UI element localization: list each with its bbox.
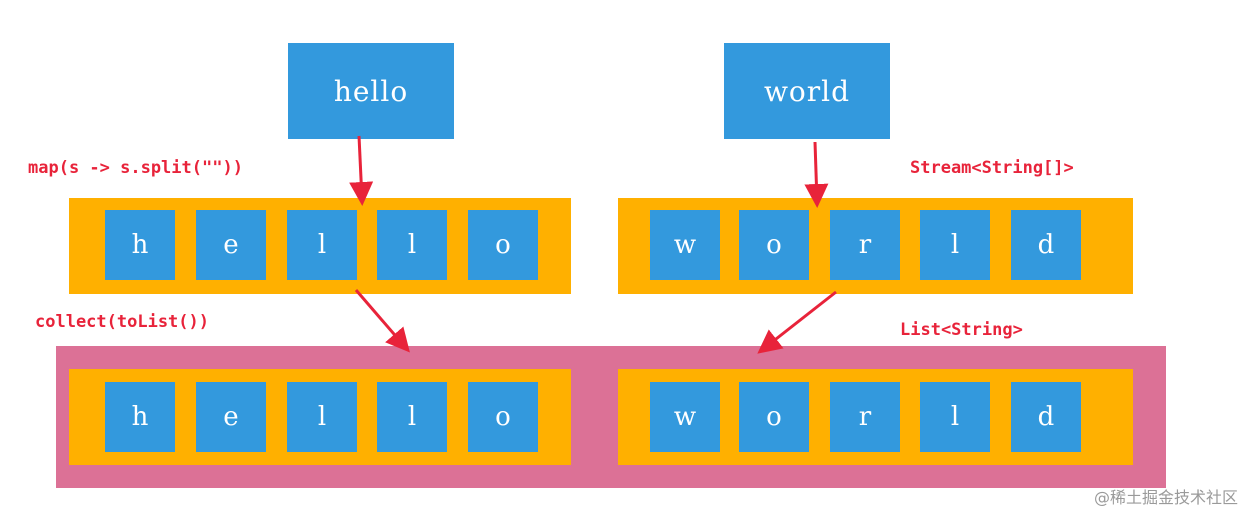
collect-label: collect(toList())	[35, 312, 209, 332]
stream-hello-char-2: l	[287, 210, 357, 280]
list-group-world: w o r l d	[618, 369, 1133, 465]
map-label: map(s -> s.split(""))	[28, 158, 243, 178]
watermark: @稀土掘金技术社区	[1093, 488, 1238, 507]
stream-type-label: Stream<String[]>	[910, 158, 1074, 178]
list-hello-char-0: h	[105, 382, 175, 452]
stream-world-char-2: r	[830, 210, 900, 280]
list-world-char-1: o	[739, 382, 809, 452]
list-group-hello: h e l l o	[69, 369, 571, 465]
list-type-label: List<String>	[900, 320, 1023, 340]
stream-hello-char-0: h	[105, 210, 175, 280]
stream-world-char-3: l	[920, 210, 990, 280]
word-box-hello: hello	[288, 43, 454, 139]
word-world-text: world	[763, 74, 851, 108]
stream-hello-char-1: e	[196, 210, 266, 280]
word-box-world: world	[724, 43, 890, 139]
stream-world-char-4: d	[1011, 210, 1081, 280]
list-hello-char-3: l	[377, 382, 447, 452]
word-hello-text: hello	[333, 74, 409, 108]
stream-hello-char-4: o	[468, 210, 538, 280]
stream-array-hello: h e l l o	[69, 198, 571, 294]
list-world-char-3: l	[920, 382, 990, 452]
arrow-world-to-list	[757, 290, 837, 354]
stream-hello-char-3: l	[377, 210, 447, 280]
stream-world-char-0: w	[650, 210, 720, 280]
list-world-char-2: r	[830, 382, 900, 452]
list-container: h e l l o w o r l d	[56, 346, 1166, 488]
stream-array-world: w o r l d	[618, 198, 1133, 294]
stream-world-char-1: o	[739, 210, 809, 280]
arrow-hello-to-list	[354, 289, 410, 353]
list-hello-char-1: e	[196, 382, 266, 452]
arrow-world-to-stream	[804, 141, 829, 208]
list-hello-char-2: l	[287, 382, 357, 452]
list-hello-char-4: o	[468, 382, 538, 452]
list-world-char-4: d	[1011, 382, 1081, 452]
list-world-char-0: w	[650, 382, 720, 452]
arrow-hello-to-stream	[349, 135, 374, 206]
